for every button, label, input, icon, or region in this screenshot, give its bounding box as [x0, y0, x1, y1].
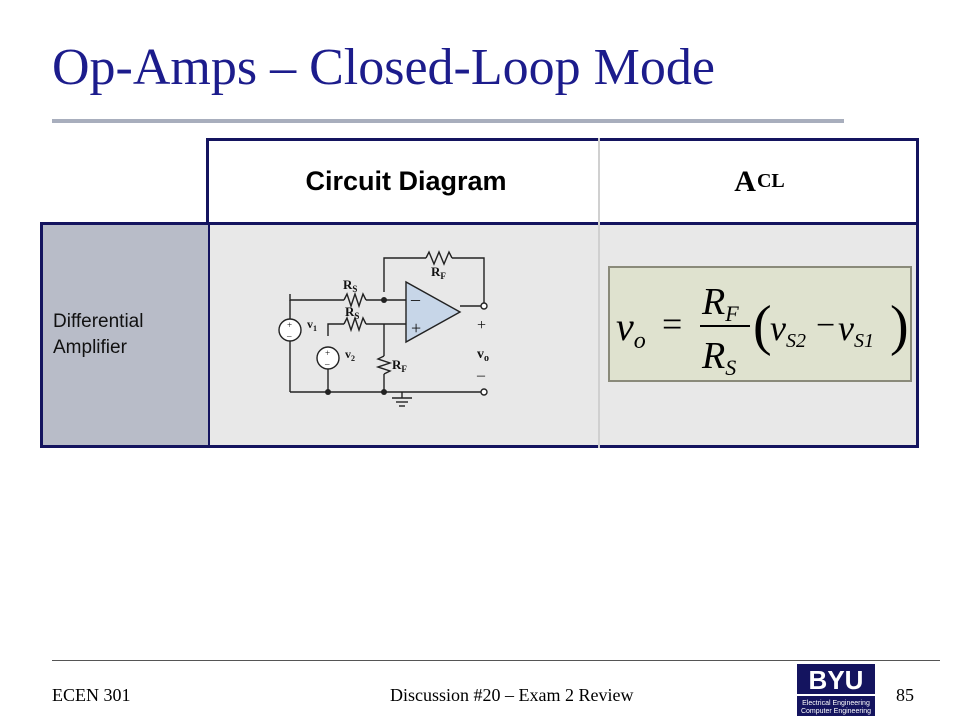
v2-minus: – [324, 359, 330, 369]
v1-minus: – [286, 331, 292, 341]
eq-term-vs1: vS1 [838, 308, 874, 352]
opamp-plus: + [411, 318, 421, 338]
byu-logo: BYU Electrical Engineering Computer Engi… [794, 662, 878, 718]
eq-lhs: vo [616, 304, 646, 354]
feedback-wire-left [383, 257, 426, 292]
logo-line2: Computer Engineering [801, 708, 871, 715]
label-v2: v2 [345, 347, 355, 363]
differential-amplifier-circuit: RF RS RS RF v1 v2 vo – + + – + – + – [278, 250, 489, 407]
v2-plus: + [325, 348, 330, 358]
label-v1: v1 [307, 317, 317, 333]
wire-v1-top [289, 294, 344, 301]
opamp-triangle [405, 280, 462, 344]
footer-discussion: Discussion #20 – Exam 2 Review [390, 685, 634, 705]
wire-v2-top [327, 323, 344, 336]
output-terminal-bottom [480, 388, 488, 396]
label-rf-top: RF [431, 264, 446, 281]
junction-v2-ground [325, 389, 331, 395]
row-label-line1: Differential [53, 311, 144, 332]
output-plus-sign: + [477, 317, 486, 334]
equation-box: vo = RF RS ( vS2 − vS1 ) [608, 266, 912, 382]
output-minus-sign: – [476, 367, 486, 384]
slide-title: Op-Amps – Closed-Loop Mode [52, 39, 715, 96]
eq-minus: − [816, 307, 835, 344]
footer-page-number: 85 [896, 685, 914, 705]
resistor-rf-top [425, 250, 453, 266]
title-underline [52, 119, 844, 123]
header-acl-main: A [734, 164, 756, 198]
eq-term-vs2: vS2 [770, 308, 806, 352]
label-rf-bottom: RF [392, 357, 407, 374]
logo-subtitle-background [797, 696, 875, 716]
logo-wordmark: BYU [809, 665, 864, 695]
logo-line1: Electrical Engineering [802, 700, 870, 707]
resistor-rs-top [343, 291, 367, 309]
eq-numerator: RF [701, 281, 739, 326]
row-label-cell: Differential Amplifier [43, 225, 210, 445]
junction-rf-ground [381, 389, 387, 395]
output-terminal-top [480, 302, 488, 310]
row-label: Differential Amplifier [53, 309, 143, 361]
feedback-wire-right [452, 257, 485, 306]
closed-loop-gain-equation: vo = RF RS ( vS2 − vS1 ) [616, 281, 909, 380]
eq-left-paren: ( [753, 295, 772, 357]
v1-plus: + [287, 320, 292, 330]
footer-course: ECEN 301 [52, 685, 131, 705]
opamp-minus: – [410, 289, 421, 309]
resistor-rs-mid [343, 315, 367, 333]
resistor-rf-bottom [375, 355, 393, 375]
label-rs-mid: RS [345, 304, 359, 321]
eq-denominator: RS [701, 335, 736, 380]
header-circuit-diagram: Circuit Diagram [305, 166, 507, 196]
junction-feedback [381, 297, 387, 303]
logo-background [797, 664, 875, 694]
footer-divider [52, 660, 940, 661]
row-label-line2: Amplifier [53, 337, 127, 358]
label-rs-top: RS [343, 277, 357, 294]
eq-equals: = [662, 304, 682, 344]
header-acl-sub: CL [756, 170, 785, 192]
label-vo: vo [477, 347, 489, 364]
column-divider [598, 138, 600, 448]
eq-right-paren: ) [890, 295, 909, 357]
